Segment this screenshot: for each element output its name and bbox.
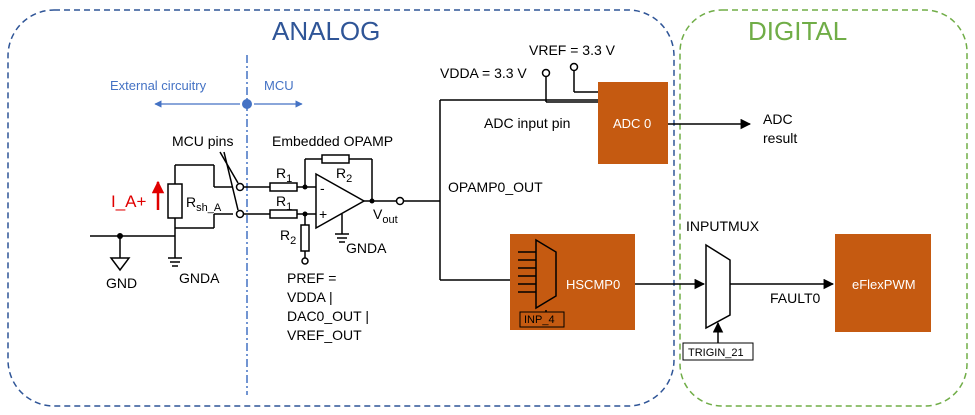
inp4-tag	[519, 311, 565, 328]
vout-label: Vout	[373, 206, 398, 226]
shunt-gnda-label: GNDA	[179, 270, 220, 286]
digital-section-title: DIGITAL	[748, 16, 847, 46]
inputmux-symbol	[705, 243, 731, 330]
vref-pin	[569, 62, 579, 72]
gnd-symbol	[109, 257, 131, 272]
opamp-triangle	[315, 172, 366, 230]
trigin-tag	[682, 342, 754, 361]
embedded-opamp-label: Embedded OPAMP	[272, 133, 393, 149]
adc0-block	[598, 82, 668, 164]
vdda-pin	[541, 68, 551, 78]
shunt-resistor	[167, 183, 183, 219]
pref-pin	[301, 257, 309, 265]
eflexpwm-block	[835, 234, 931, 332]
vout-pin	[395, 196, 405, 206]
adc-input-pin-label: ADC input pin	[484, 115, 570, 131]
inp4-label: INP_4	[524, 314, 555, 326]
adc-result-label-2: result	[763, 130, 797, 146]
inputmux-label: INPUTMUX	[686, 218, 760, 234]
opamp-minus: -	[320, 180, 325, 196]
hscmp0-label: HSCMP0	[566, 277, 620, 292]
r2-feedback-label: R2	[336, 165, 352, 185]
r2-reference	[300, 224, 310, 252]
mcu-label: MCU	[264, 78, 294, 93]
opamp0-out-label: OPAMP0_OUT	[448, 179, 543, 195]
external-circuitry-label: External circuitry	[110, 78, 207, 93]
opamp-plus: +	[319, 206, 327, 222]
adc-result-label-1: ADC	[763, 111, 793, 127]
digital-section-frame	[679, 9, 968, 407]
r1-upper-label: R1	[276, 165, 292, 185]
mcu-pin-lower	[235, 209, 245, 219]
current-label: I_A+	[111, 192, 147, 211]
r1-upper	[269, 182, 298, 192]
fault0-label: FAULT0	[770, 290, 821, 306]
r2-feedback	[321, 154, 350, 164]
analog-section-frame	[7, 9, 675, 407]
gnd-junction	[117, 233, 123, 239]
shunt-resistor-label: Rsh_A	[186, 194, 222, 214]
pref-line-3: DAC0_OUT |	[287, 308, 369, 324]
pref-line-2: VDDA |	[287, 289, 333, 305]
r1-lower	[269, 209, 298, 219]
mcu-pins-label: MCU pins	[172, 133, 233, 149]
r1-lower-label: R1	[276, 193, 292, 213]
boundary-node	[242, 99, 252, 109]
adc0-label: ADC 0	[613, 116, 651, 131]
gnd-label: GND	[106, 275, 137, 291]
vref-label: VREF = 3.3 V	[529, 42, 616, 58]
opamp-gnda-label: GNDA	[346, 240, 387, 256]
vdda-label: VDDA = 3.3 V	[440, 65, 527, 81]
pref-line-1: PREF =	[287, 270, 336, 286]
mcu-pin-upper	[235, 182, 245, 192]
hscmp0-mux-symbol	[535, 238, 557, 310]
pref-line-4: VREF_OUT	[287, 327, 362, 343]
eflexpwm-label: eFlexPWM	[852, 277, 916, 292]
analog-section-title: ANALOG	[272, 16, 380, 46]
r2-reference-label: R2	[280, 227, 296, 247]
trigin-label: TRIGIN_21	[688, 347, 744, 359]
